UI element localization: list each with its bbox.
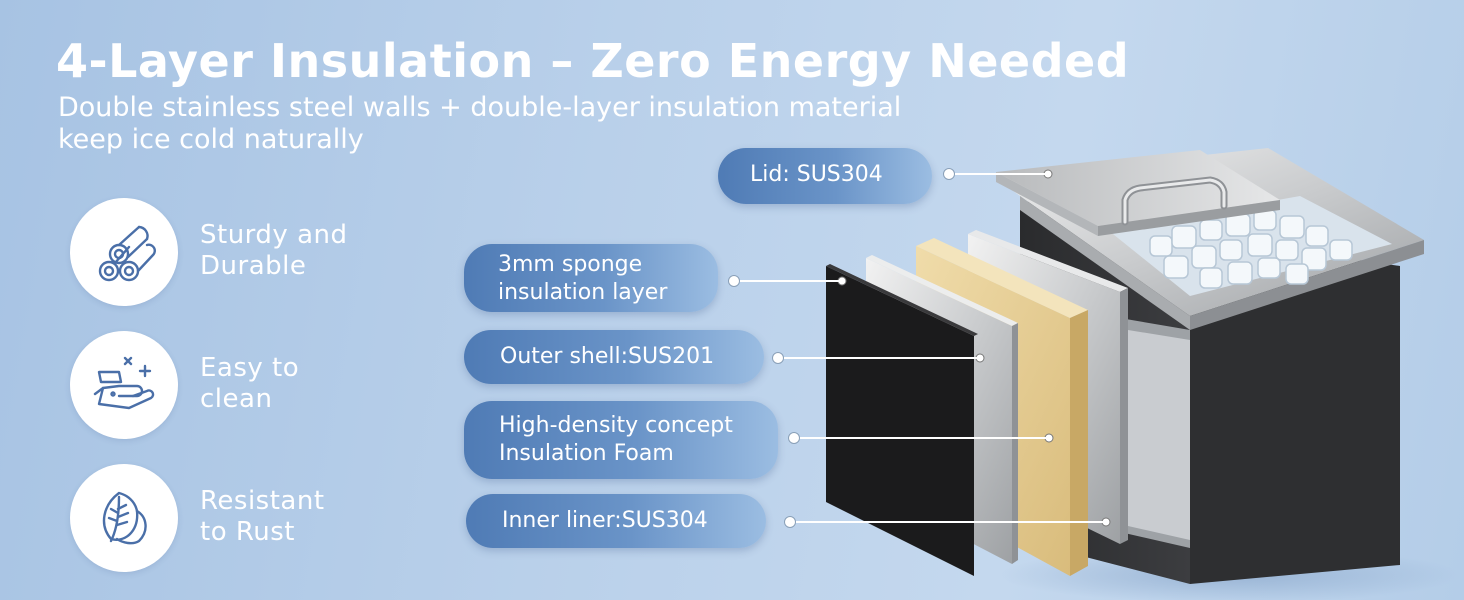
feature-line-1: Easy to <box>200 353 300 383</box>
feature-line-2: clean <box>200 384 273 414</box>
feature-text: Resistant to Rust <box>200 486 325 548</box>
callout-sponge-line-1: 3mm sponge <box>498 252 643 277</box>
leaf-icon <box>102 491 147 545</box>
feature-line-2: Durable <box>200 251 307 281</box>
logs-icon <box>98 225 156 282</box>
feature-sturdy: Sturdy and Durable <box>70 198 450 308</box>
feature-text: Sturdy and Durable <box>200 220 347 282</box>
feature-easy-clean: Easy to clean <box>70 331 450 441</box>
callout-outer-shell-text: Outer shell:SUS201 <box>500 344 715 369</box>
ice-cubes <box>1149 209 1353 289</box>
feature-line-1: Resistant <box>200 486 325 516</box>
feature-icon-circle <box>70 198 178 306</box>
callout-foam-dot <box>788 432 800 444</box>
callout-sponge-dot <box>728 275 740 287</box>
callout-lid: Lid: SUS304 <box>718 148 932 204</box>
callout-foam-leader <box>794 437 1049 439</box>
callout-foam-line-1: High-density concept <box>499 413 733 438</box>
callout-inner-liner-dot <box>784 516 796 528</box>
feature-icon-circle <box>70 331 178 439</box>
callout-foam: High-density concept Insulation Foam <box>464 401 778 479</box>
callout-sponge-line-2: insulation layer <box>498 280 668 305</box>
callout-sponge-leader <box>734 280 842 282</box>
callout-inner-liner-text: Inner liner:SUS304 <box>502 508 708 533</box>
subtitle-line-1: Double stainless steel walls + double-la… <box>58 92 902 123</box>
page-title: 4-Layer Insulation – Zero Energy Needed <box>56 34 1130 88</box>
callout-foam-line-2: Insulation Foam <box>499 441 674 466</box>
callout-outer-shell-dot <box>772 352 784 364</box>
callout-outer-shell-leader <box>778 357 980 359</box>
cleaning-hand-icon <box>93 356 155 410</box>
callout-inner-liner-leader <box>790 521 1106 523</box>
callout-lid-leader <box>948 173 1048 175</box>
subtitle-line-2: keep ice cold naturally <box>58 124 364 155</box>
callout-outer-shell: Outer shell:SUS201 <box>464 330 764 384</box>
feature-line-1: Sturdy and <box>200 220 348 250</box>
callout-inner-liner: Inner liner:SUS304 <box>466 494 766 548</box>
feature-rust-resistant: Resistant to Rust <box>70 464 450 574</box>
feature-icon-circle <box>70 464 178 572</box>
callout-lid-dot <box>943 168 955 180</box>
feature-text: Easy to clean <box>200 353 299 415</box>
page-subtitle: Double stainless steel walls + double-la… <box>58 92 901 156</box>
callout-lid-text: Lid: SUS304 <box>750 162 883 187</box>
feature-line-2: to Rust <box>200 517 295 547</box>
callout-sponge: 3mm sponge insulation layer <box>464 244 718 312</box>
sponge-layer-panel <box>826 264 978 576</box>
